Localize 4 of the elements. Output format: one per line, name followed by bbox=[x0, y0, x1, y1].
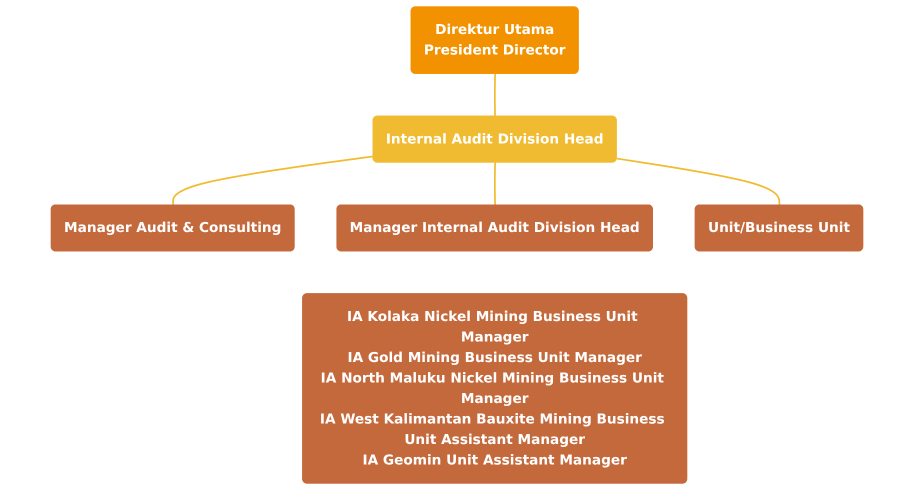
connector bbox=[494, 74, 496, 117]
connector bbox=[616, 158, 780, 206]
connector bbox=[172, 156, 374, 206]
connector bbox=[494, 162, 496, 206]
